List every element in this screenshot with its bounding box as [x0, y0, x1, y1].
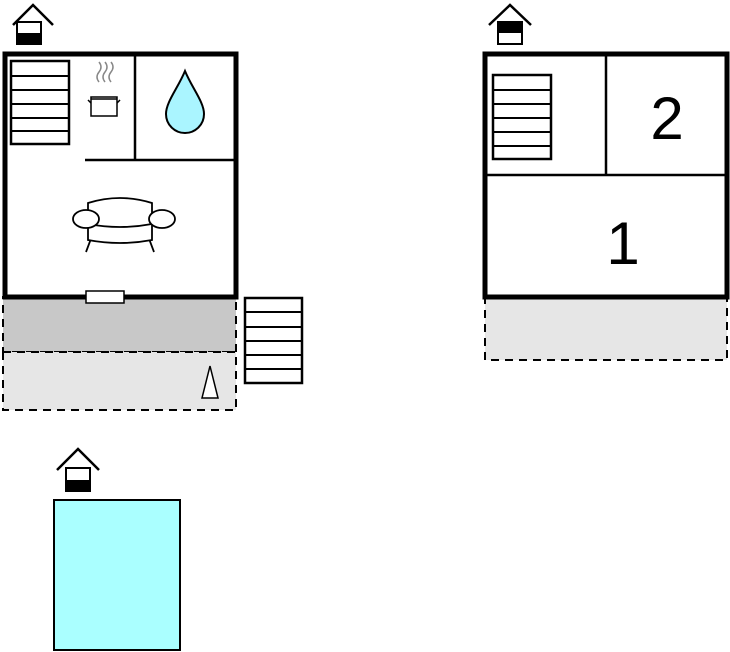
room-2-number: 2 — [650, 85, 683, 152]
outdoor-level — [53, 447, 181, 651]
pool — [53, 499, 181, 651]
stairs-icon — [9, 59, 71, 146]
floor-level-icon — [12, 3, 54, 45]
upper-floor: 2 1 — [482, 3, 730, 361]
sofa-icon — [72, 197, 176, 253]
door — [85, 290, 125, 304]
covered-terrace — [2, 296, 237, 353]
floor-level-icon — [488, 3, 532, 45]
balcony — [484, 297, 728, 361]
open-terrace — [2, 351, 237, 411]
stairs-icon — [243, 296, 304, 385]
stairs-icon — [491, 73, 553, 161]
floor-level-icon — [56, 447, 100, 492]
room-1-number: 1 — [606, 210, 639, 277]
ground-floor — [2, 3, 304, 411]
kitchen-pot-icon — [87, 61, 121, 117]
tent-icon — [201, 365, 219, 399]
water-drop-icon — [164, 68, 206, 135]
